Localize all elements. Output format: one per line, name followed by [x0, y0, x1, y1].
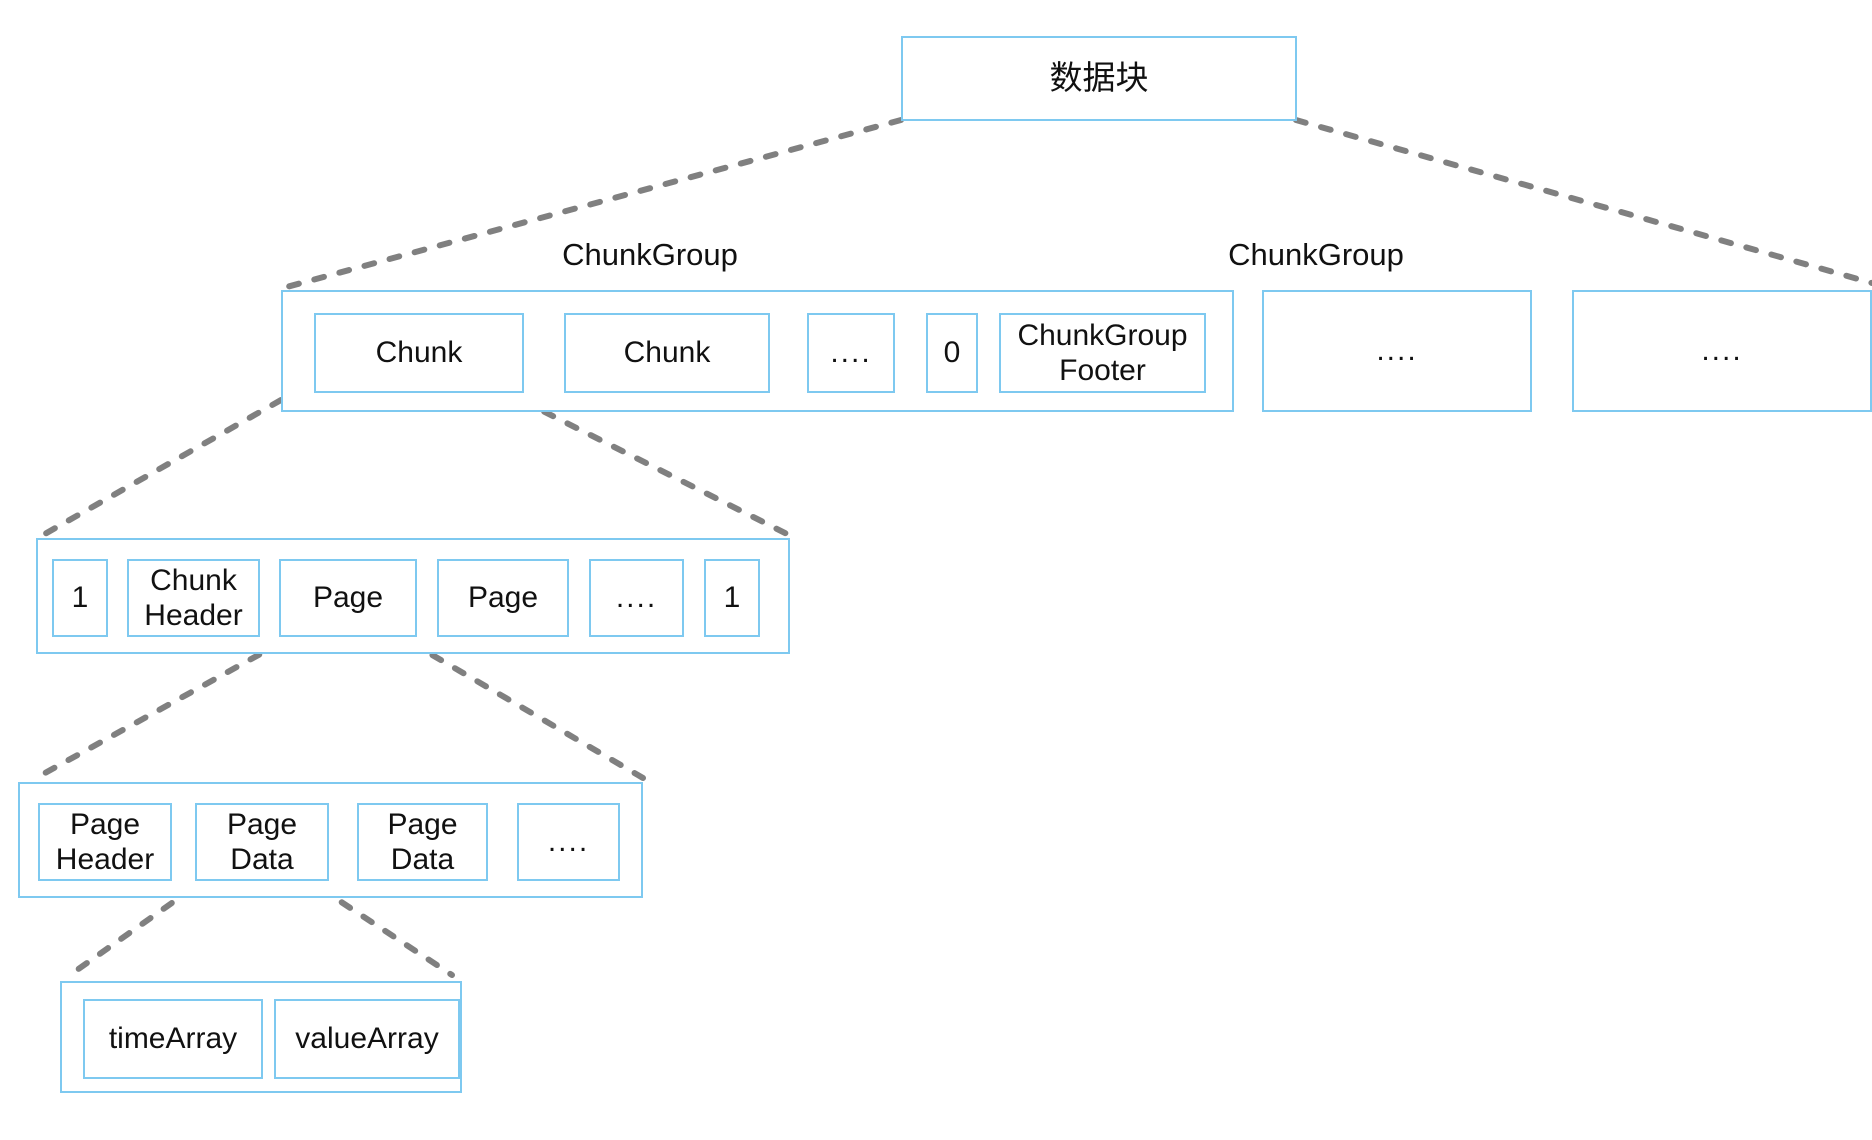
chunk-cell-1[interactable]: Chunk [314, 313, 524, 393]
page-header-label: Page Header [55, 807, 155, 876]
chunk-marker-one-end-label: 1 [723, 581, 741, 615]
chunkgroup-container-2[interactable]: .... [1262, 290, 1532, 412]
chunkgroup-footer-label: ChunkGroup Footer [1017, 318, 1188, 387]
chunk-ellipsis-cell[interactable]: .... [807, 313, 895, 393]
page-data-ellipsis-label: .... [547, 825, 590, 859]
chunkgroup-container-3[interactable]: .... [1572, 290, 1872, 412]
value-array-label: valueArray [295, 1022, 439, 1056]
page-cell-2-label: Page [467, 581, 539, 615]
chunkgroup-marker-zero-cell[interactable]: 0 [926, 313, 978, 393]
connector-page-to-pagerow-left [33, 639, 285, 781]
chunk-cell-1-label: Chunk [375, 336, 463, 370]
page-data-cell-2[interactable]: Page Data [357, 803, 488, 881]
page-cell-1-label: Page [312, 581, 384, 615]
page-data-ellipsis-cell[interactable]: .... [517, 803, 620, 881]
value-array-cell[interactable]: valueArray [274, 999, 460, 1079]
page-data-detail-container[interactable]: timeArray valueArray [60, 981, 462, 1093]
chunkgroup-footer-cell[interactable]: ChunkGroup Footer [999, 313, 1206, 393]
chunk-marker-one-start-label: 1 [71, 581, 89, 615]
connector-chunk-to-chunkrow-right [518, 397, 792, 538]
page-data-cell-1[interactable]: Page Data [195, 803, 329, 881]
chunkgroup-container-3-label: .... [1701, 334, 1743, 368]
data-block-label: 数据块 [1049, 59, 1149, 97]
chunk-marker-one-end-cell[interactable]: 1 [704, 559, 760, 637]
page-cell-1[interactable]: Page [279, 559, 417, 637]
page-data-cell-2-label: Page Data [387, 807, 458, 876]
chunkgroup-label-1: ChunkGroup [562, 237, 738, 272]
connector-pagedata-to-arrayrow-left [67, 885, 196, 978]
page-data-cell-1-label: Page Data [226, 807, 298, 876]
time-array-cell[interactable]: timeArray [83, 999, 263, 1079]
page-ellipsis-cell[interactable]: .... [589, 559, 684, 637]
page-cell-2[interactable]: Page [437, 559, 569, 637]
connector-page-to-pagerow-right [407, 639, 646, 781]
chunkgroup-marker-zero-label: 0 [943, 336, 961, 370]
connector-pagedata-to-arrayrow-right [317, 885, 455, 978]
chunkgroup-container-1[interactable]: Chunk Chunk .... 0 ChunkGroup Footer [281, 290, 1234, 412]
page-ellipsis-label: .... [615, 581, 658, 615]
chunk-header-label: Chunk Header [144, 563, 243, 632]
chunkgroup-container-2-label: .... [1376, 334, 1418, 368]
page-detail-container[interactable]: Page Header Page Data Page Data .... [18, 782, 643, 898]
time-array-label: timeArray [108, 1022, 238, 1056]
chunk-cell-2-label: Chunk [623, 336, 711, 370]
chunk-cell-2[interactable]: Chunk [564, 313, 770, 393]
chunk-detail-container[interactable]: 1 Chunk Header Page Page .... 1 [36, 538, 790, 654]
connector-chunk-to-chunkrow-left [40, 397, 284, 538]
page-header-cell[interactable]: Page Header [38, 803, 172, 881]
chunk-ellipsis-label: .... [830, 336, 872, 370]
chunk-marker-one-start-cell[interactable]: 1 [52, 559, 108, 637]
chunk-header-cell[interactable]: Chunk Header [127, 559, 260, 637]
chunkgroup-label-2: ChunkGroup [1228, 237, 1404, 272]
data-block-box[interactable]: 数据块 [901, 36, 1297, 121]
